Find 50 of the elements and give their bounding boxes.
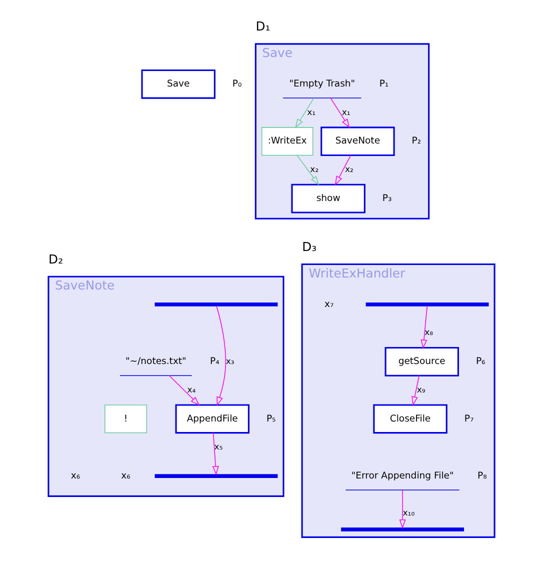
node-label: D₃ [302,240,317,254]
edge-label: x₄ [187,385,196,396]
node-label: P₇ [464,413,474,424]
node-box: getSource [384,346,459,376]
label: x₆ [70,470,80,482]
node-bar [154,474,278,478]
arrow [412,375,420,406]
arrow [334,154,352,186]
node-box: ! [104,404,148,434]
node-bar [366,302,489,306]
node-label: P₂ [412,136,422,147]
arrow [168,375,200,406]
node-label: P₈ [478,470,487,482]
node-bar [154,302,278,306]
node-label: D₂ [48,252,64,266]
node-label: P₀ [232,78,242,90]
node-label: P₅ [266,413,276,424]
arrow [212,432,219,476]
node-text: "Error Appending File" [351,470,454,482]
node-box: CloseFile [373,404,448,434]
node-text: "Empty Trash" [289,78,356,90]
edge-label: x₁ [342,108,350,118]
arrow [216,306,226,406]
node-text: "~/notes.txt" [126,356,186,368]
arrow [330,98,350,128]
node-box: Save [141,69,216,99]
edge-label: x₅ [214,442,223,453]
label: x₆ [121,470,130,482]
edge-label: x₁ [307,108,316,118]
arrow [296,154,320,186]
node-label: P₁ [379,78,389,90]
node-label: P₃ [382,192,392,204]
arrow [420,306,428,349]
edge-label: x₂ [344,165,354,176]
edge-label: x₃ [226,356,234,367]
node-box: :WriteEx [261,127,314,156]
node-bar [341,528,464,532]
arrow [295,98,314,128]
arrow [399,490,406,529]
edge-label: x₈ [424,328,434,338]
node-label: D₁ [256,20,270,34]
label: x₇ [324,298,334,310]
node-box: show [291,184,366,214]
node-box: AppendFile [175,404,250,434]
edge-label: x₉ [416,385,426,396]
node-label: P₄ [210,356,220,368]
edge-label: x₁₀ [402,508,415,518]
edge-label: x₂ [310,165,319,176]
node-label: P₆ [476,356,486,368]
node-box: SaveNote [320,126,395,156]
